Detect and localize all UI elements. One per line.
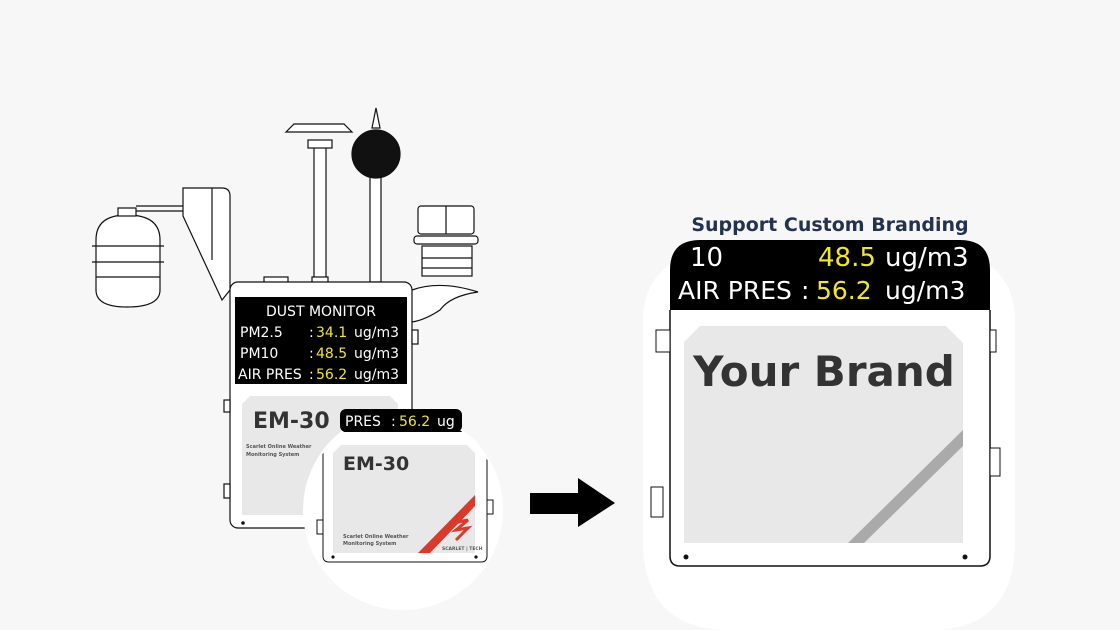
- svg-text:48.5: 48.5: [818, 243, 876, 273]
- red-stripe: [418, 495, 475, 553]
- section-title: Support Custom Branding: [691, 214, 968, 236]
- svg-text:34.1: 34.1: [316, 325, 347, 341]
- svg-text:PRES: PRES: [345, 414, 381, 430]
- svg-text:PM10: PM10: [240, 346, 278, 362]
- svg-text:ug/m3: ug/m3: [354, 325, 399, 341]
- svg-text:Scarlet Online Weather: Scarlet Online Weather: [343, 534, 409, 540]
- custom-branding-view: 10 48.5 ug/m3 AIR PRES : 56.2 ug/m3 Your…: [643, 240, 1015, 630]
- svg-text:EM-30: EM-30: [343, 453, 409, 475]
- gray-stripe: [848, 430, 963, 543]
- logo-text: SCARLET | TECH: [442, 546, 483, 552]
- display-row: PM2.5 : 34.1 ug/m3: [240, 325, 399, 341]
- svg-text:ug/m3: ug/m3: [354, 346, 399, 362]
- custom-display-row: AIR PRES : 56.2 ug/m3: [678, 276, 965, 305]
- device-display: [235, 297, 407, 384]
- svg-text::: :: [801, 276, 809, 305]
- svg-text:ug/m3: ug/m3: [354, 367, 399, 383]
- svg-text:ug/m3: ug/m3: [885, 243, 969, 273]
- svg-text:ug/m3: ug/m3: [885, 276, 965, 305]
- magnified-view: EM-30 Scarlet Online Weather Monitoring …: [303, 409, 503, 610]
- subtitle-line-1: Scarlet Online Weather: [246, 444, 312, 450]
- svg-text:56.2: 56.2: [316, 367, 347, 383]
- scarlet-logo-icon: [450, 518, 473, 542]
- svg-text:AIR PRES: AIR PRES: [238, 367, 302, 383]
- svg-text:ug: ug: [437, 414, 455, 430]
- brand-placeholder: Your Brand: [692, 347, 955, 396]
- svg-text:56.2: 56.2: [816, 276, 872, 305]
- display-row: PM10 : 48.5 ug/m3: [240, 346, 399, 362]
- svg-text::: :: [309, 367, 314, 383]
- svg-text::: :: [391, 414, 396, 430]
- magnified-display-row: PRES : 56.2 ug: [345, 414, 455, 430]
- custom-display-band: [670, 240, 990, 310]
- wind-sensor-icon: [411, 205, 479, 323]
- svg-text::: :: [309, 325, 314, 341]
- svg-text:10: 10: [690, 243, 723, 273]
- magnified-display-band: [340, 409, 462, 432]
- display-row: AIR PRES : 56.2 ug/m3: [238, 367, 399, 383]
- custom-partial-row: 10 48.5 ug/m3: [690, 243, 969, 273]
- svg-text:AIR PRES: AIR PRES: [678, 276, 792, 305]
- camera-icon: [92, 205, 183, 308]
- svg-text:PM2.5: PM2.5: [240, 325, 283, 341]
- model-label: EM-30: [253, 409, 330, 434]
- svg-text:48.5: 48.5: [316, 346, 347, 362]
- subtitle-line-2: Monitoring System: [246, 452, 299, 458]
- svg-text:Monitoring System: Monitoring System: [343, 541, 396, 547]
- svg-text::: :: [309, 346, 314, 362]
- arrow-right-icon: [530, 478, 615, 527]
- display-title: DUST MONITOR: [266, 304, 376, 320]
- brand-panel: [684, 326, 963, 543]
- svg-text:56.2: 56.2: [399, 414, 430, 430]
